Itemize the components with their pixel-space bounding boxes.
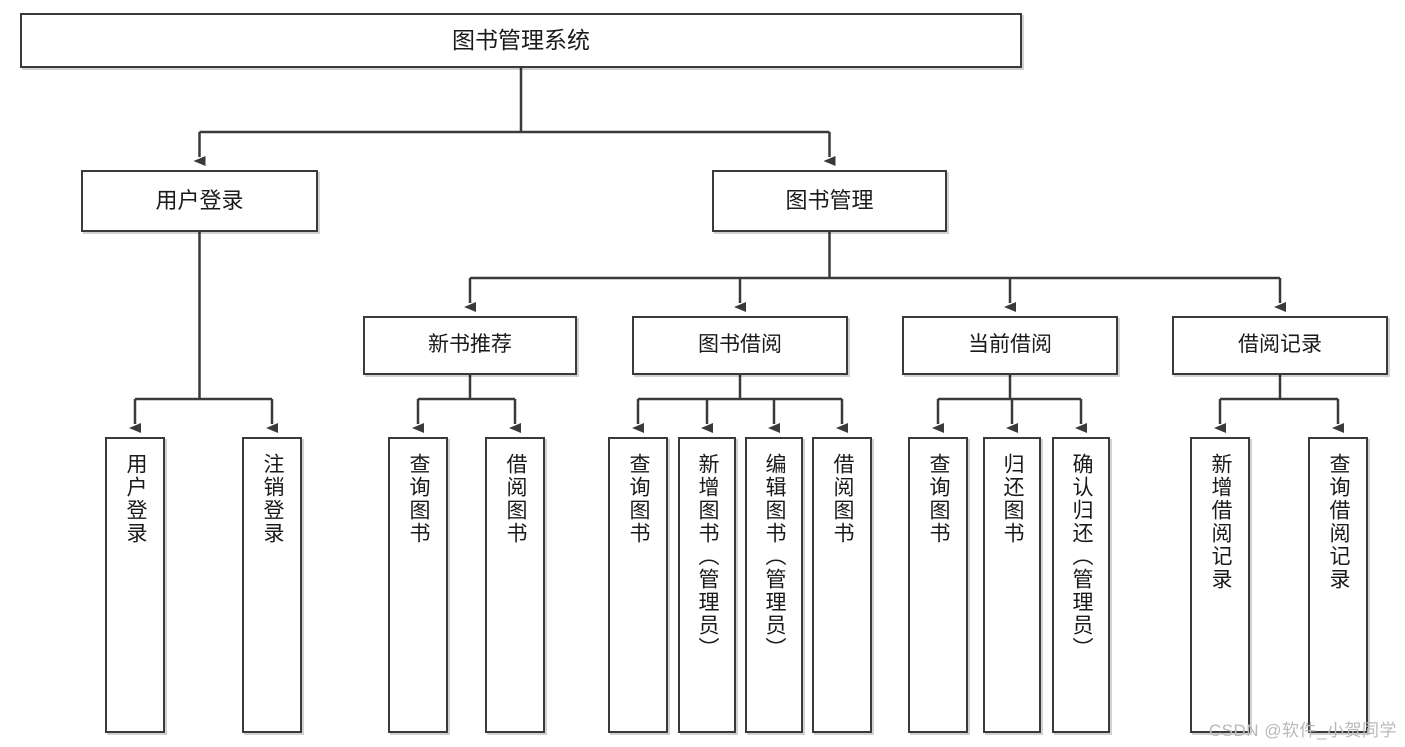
node-label: 新增借阅记录 [1209, 453, 1233, 591]
node-label: 用户登录 [124, 453, 148, 545]
node-label: 注销登录 [261, 453, 285, 545]
watermark: CSDN @软件_小贺同学 [1208, 721, 1397, 740]
node-leaf-user-login[interactable]: 用户登录 [105, 437, 165, 733]
node-new-book-rec[interactable]: 新书推荐 [363, 316, 577, 375]
node-label: 查询图书 [627, 453, 651, 545]
node-leaf-rec-add[interactable]: 新增借阅记录 [1190, 437, 1250, 733]
node-label: 用户登录 [155, 188, 244, 214]
node-leaf-rec-query[interactable]: 查询图书 [388, 437, 448, 733]
node-leaf-cur-query[interactable]: 查询图书 [908, 437, 968, 733]
node-current-borrow[interactable]: 当前借阅 [902, 316, 1118, 375]
node-label: 查询图书 [927, 453, 951, 545]
node-label: 查询借阅记录 [1327, 453, 1351, 591]
node-user-login[interactable]: 用户登录 [81, 170, 318, 232]
node-label: 新增图书（管理员） [696, 453, 720, 660]
node-label: 编辑图书（管理员） [763, 453, 787, 660]
node-label: 借阅图书 [831, 453, 855, 545]
node-leaf-rec-search[interactable]: 查询借阅记录 [1308, 437, 1368, 733]
node-borrow-record[interactable]: 借阅记录 [1172, 316, 1388, 375]
node-leaf-user-logout[interactable]: 注销登录 [242, 437, 302, 733]
node-label: 借阅图书 [504, 453, 528, 545]
node-leaf-cur-return[interactable]: 归还图书 [983, 437, 1041, 733]
node-label: 当前借阅 [968, 333, 1052, 357]
node-label: 借阅记录 [1238, 333, 1322, 357]
node-leaf-rec-borrow[interactable]: 借阅图书 [485, 437, 545, 733]
node-label: 查询图书 [407, 453, 431, 545]
node-leaf-borrow-lend[interactable]: 借阅图书 [812, 437, 872, 733]
node-leaf-borrow-add[interactable]: 新增图书（管理员） [678, 437, 736, 733]
node-label: 图书借阅 [698, 333, 782, 357]
node-leaf-borrow-query[interactable]: 查询图书 [608, 437, 668, 733]
node-label: 归还图书 [1001, 453, 1025, 545]
node-label: 确认归还（管理员） [1070, 453, 1094, 660]
node-label: 新书推荐 [428, 333, 512, 357]
node-book-borrow[interactable]: 图书借阅 [632, 316, 848, 375]
node-leaf-borrow-edit[interactable]: 编辑图书（管理员） [745, 437, 803, 733]
node-book-manage[interactable]: 图书管理 [712, 170, 947, 232]
node-root[interactable]: 图书管理系统 [20, 13, 1022, 68]
node-label: 图书管理系统 [452, 27, 590, 54]
node-leaf-cur-confirm[interactable]: 确认归还（管理员） [1052, 437, 1110, 733]
node-label: 图书管理 [785, 188, 874, 214]
